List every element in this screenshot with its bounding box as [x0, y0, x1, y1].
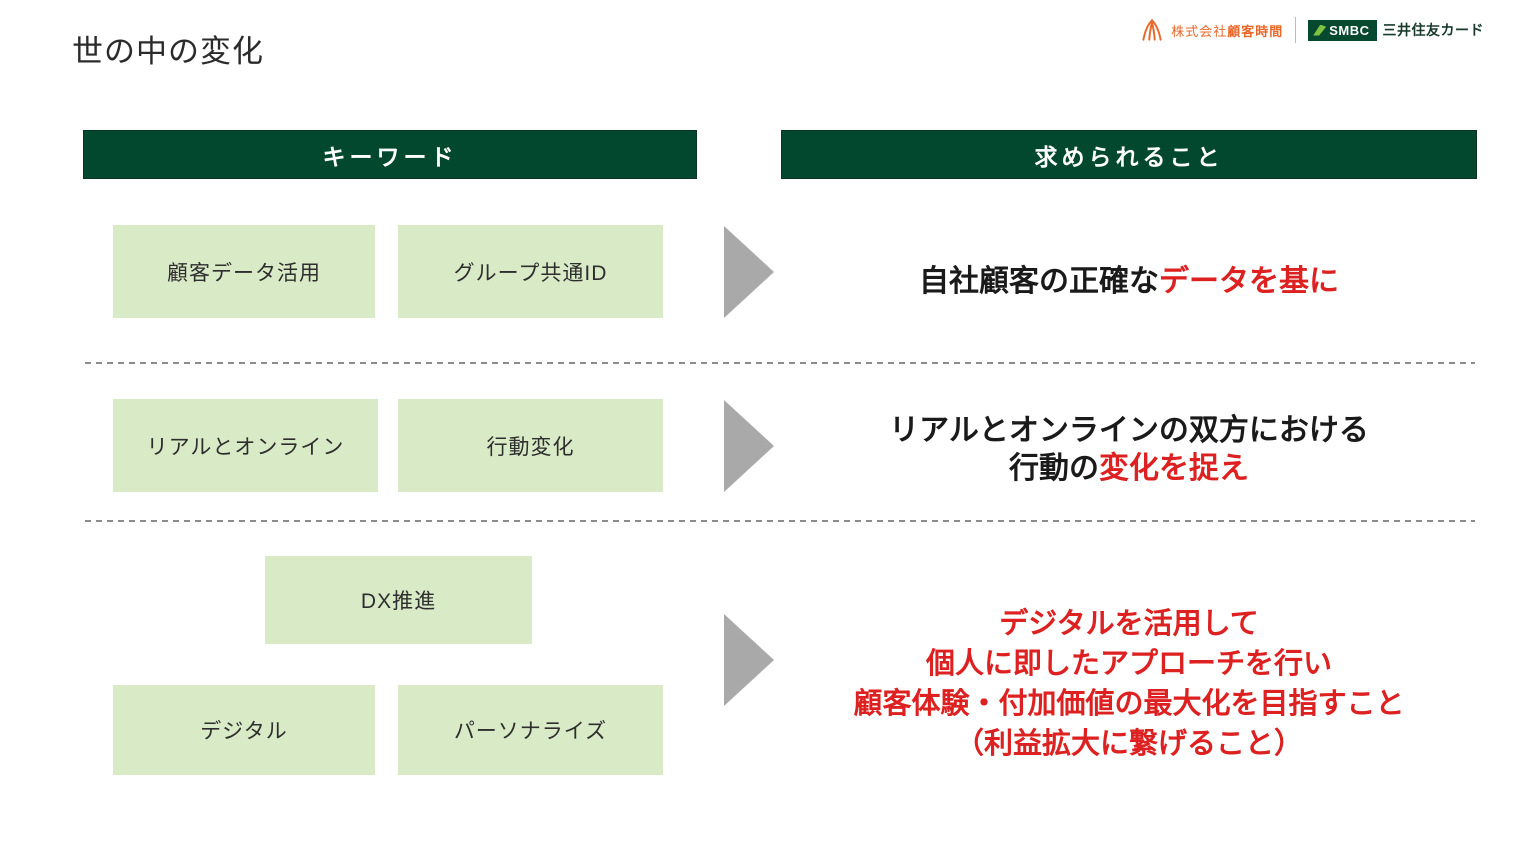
keyword-box-behavior-change: 行動変化: [398, 399, 663, 492]
result-text-3: デジタルを活用して 個人に即したアプローチを行い 顧客体験・付加価値の最大化を目…: [781, 604, 1477, 764]
result-text-red: データを基に: [1159, 265, 1339, 298]
keyword-box-digital: デジタル: [113, 685, 375, 775]
smbc-leaf-icon: [1313, 24, 1327, 36]
result-text-2: リアルとオンラインの双方における 行動の変化を捉え: [781, 412, 1477, 488]
result-line: リアルとオンラインの双方における: [781, 412, 1477, 450]
smbc-logo: SMBC 三井住友カード: [1308, 19, 1484, 41]
keyword-box-customer-data: 顧客データ活用: [113, 225, 375, 318]
dashed-divider: [85, 362, 1475, 364]
arrow-right-icon: [724, 614, 774, 706]
arrow-right-icon: [724, 226, 774, 318]
result-text-1: 自社顧客の正確なデータを基に: [781, 256, 1477, 300]
result-line: （利益拡大に繋げること）: [954, 728, 1303, 760]
result-line: 顧客体験・付加価値の最大化を目指すこと: [853, 688, 1405, 720]
smbc-badge: SMBC: [1308, 19, 1377, 41]
smbc-badge-label: SMBC: [1329, 22, 1370, 38]
keyword-box-dx: DX推進: [265, 556, 532, 644]
page-title: 世の中の変化: [72, 34, 264, 69]
result-text-black: リアルとオンラインの双方における: [889, 414, 1369, 447]
arrow-right-icon: [724, 400, 774, 492]
result-text-black: 行動の: [1009, 452, 1099, 485]
result-line: デジタルを活用して: [999, 608, 1259, 640]
result-line: 行動の変化を捉え: [781, 450, 1477, 488]
keyword-box-group-id: グループ共通ID: [398, 225, 663, 318]
kokyaku-jikan-name: 顧客時間: [1227, 23, 1284, 39]
kokyaku-jikan-prefix: 株式会社: [1171, 23, 1228, 39]
kokyaku-jikan-icon: [1142, 19, 1162, 41]
result-text-red: 変化を捉え: [1099, 452, 1249, 485]
logo-area: 株式会社顧客時間 SMBC 三井住友カード: [1138, 16, 1484, 44]
result-line: 自社顧客の正確なデータを基に: [781, 256, 1477, 300]
keyword-box-personalize: パーソナライズ: [398, 685, 663, 775]
result-line: 個人に即したアプローチを行い: [925, 648, 1332, 680]
requirements-header: 求められること: [781, 130, 1477, 179]
kokyaku-jikan-logo: 株式会社顧客時間: [1138, 16, 1283, 44]
keyword-box-real-online: リアルとオンライン: [113, 399, 378, 492]
keywords-header: キーワード: [83, 130, 697, 179]
dashed-divider: [85, 520, 1475, 522]
smbc-card-label: 三井住友カード: [1382, 22, 1484, 38]
result-text-black: 自社顧客の正確な: [919, 265, 1159, 298]
kokyaku-jikan-label: 株式会社顧客時間: [1171, 21, 1283, 40]
logo-divider: [1295, 17, 1297, 43]
